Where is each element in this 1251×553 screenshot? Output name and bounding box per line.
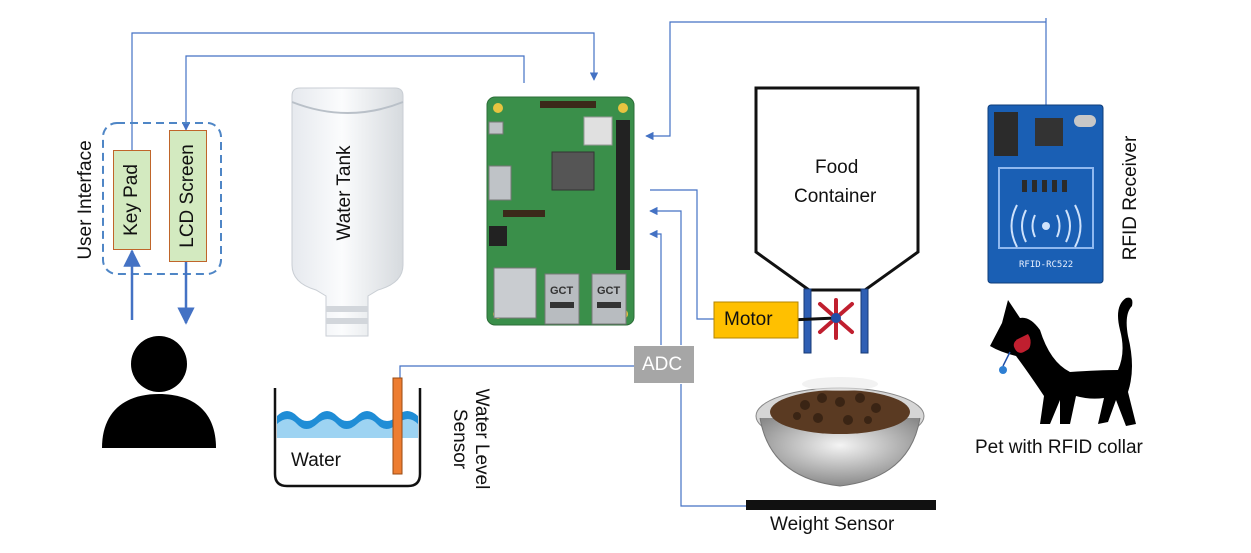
water-bottle-icon <box>291 87 404 337</box>
water-container <box>273 377 422 488</box>
cat-icon <box>990 297 1136 426</box>
usb-chip-label-1: GCT <box>550 285 574 297</box>
motor-label: Motor <box>724 309 773 330</box>
food-container-label-2: Container <box>794 186 877 207</box>
water-level-sensor-probe <box>392 377 403 475</box>
motor-box <box>713 301 799 339</box>
food-container <box>754 86 920 354</box>
food-container-label-1: Food <box>815 157 859 178</box>
adc-label: ADC <box>642 354 683 375</box>
rfid-receiver-label: RFID Receiver <box>1120 135 1141 261</box>
adc-box <box>634 346 694 383</box>
wires <box>131 18 1047 507</box>
user-interface-label: User Interface <box>75 140 96 260</box>
raspberry-pi-icon <box>486 96 635 326</box>
key-pad-box[interactable]: Key Pad <box>113 150 151 250</box>
water-tank-label: Water Tank <box>334 145 355 241</box>
usb-chip-label-2: GCT <box>597 285 621 297</box>
food-bowl-icon <box>755 377 925 487</box>
weight-sensor-label: Weight Sensor <box>770 514 895 535</box>
water-label: Water <box>291 450 341 471</box>
key-pad-label: Key Pad <box>121 164 142 236</box>
user-icon <box>102 336 216 448</box>
pet-label: Pet with RFID collar <box>975 437 1143 458</box>
water-level-sensor-label: Water Level Sensor <box>449 388 492 490</box>
user-interface-box <box>102 122 222 275</box>
lcd-screen-label: LCD Screen <box>177 144 198 248</box>
lcd-screen-box: LCD Screen <box>169 130 207 262</box>
rfid-chip-label: RFID-RC522 <box>1019 260 1074 270</box>
rfid-board-icon <box>987 104 1104 284</box>
weight-sensor-plate <box>746 500 936 510</box>
